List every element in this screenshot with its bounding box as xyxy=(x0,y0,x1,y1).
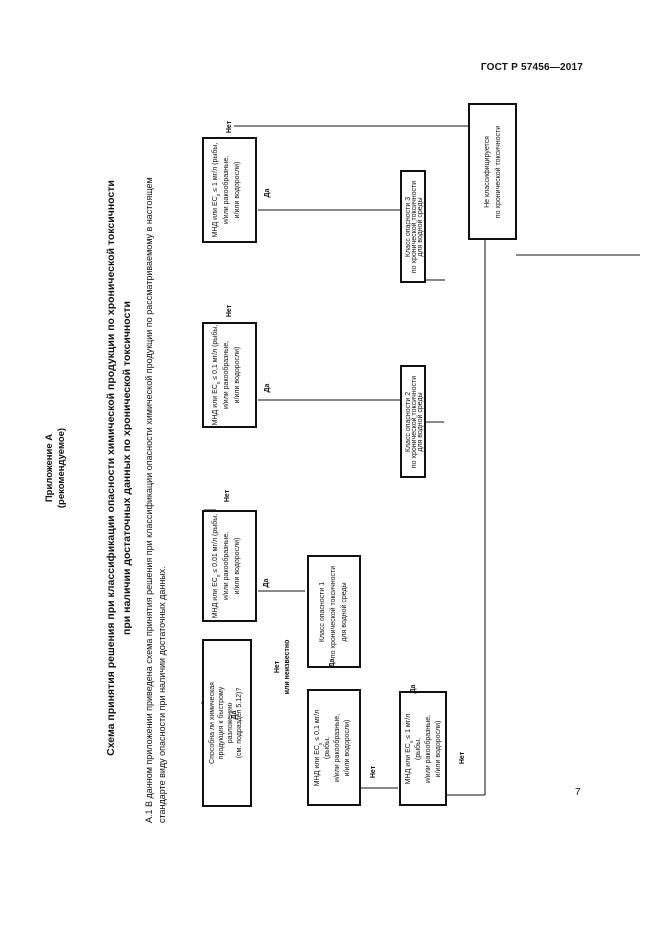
svg-text:Класс опасности 1: Класс опасности 1 xyxy=(319,582,326,642)
svg-text:продукция к быстрому: продукция к быстрому xyxy=(217,686,225,759)
question-box-b2: МНД или ECx ≤ 1 мг/л (рыбы, и/или ракооб… xyxy=(399,691,447,806)
svg-text:для водной среды: для водной среды xyxy=(416,197,424,256)
svg-text:и/или ракообразные,: и/или ракообразные, xyxy=(424,715,432,783)
page-number: 7 xyxy=(575,787,581,798)
question-box-a1: МНД или ECx ≤ 0,01 мг/л (рыбы, и/или рак… xyxy=(202,510,257,622)
svg-text:и/или водоросли): и/или водоросли) xyxy=(234,162,241,219)
svg-text:по хронической токсичности: по хронической токсичности xyxy=(494,126,502,218)
label-yes-b2: Да xyxy=(410,684,417,693)
svg-text:МНД или ECx ≤ 0,01 мг/л (рыбы,: МНД или ECx ≤ 0,01 мг/л (рыбы, xyxy=(211,514,222,619)
note-line1: А.1 В данном приложении приведена схема … xyxy=(144,177,154,823)
svg-text:по хронической токсичности: по хронической токсичности xyxy=(410,376,418,468)
svg-text:(рыбы,: (рыбы, xyxy=(414,738,422,760)
svg-text:для водной среды: для водной среды xyxy=(340,582,348,641)
label-no-a1: Нет xyxy=(224,489,231,502)
svg-text:(рыбы,: (рыбы, xyxy=(323,737,331,759)
class-2-box: Класс опасности 2 по хронической токсичн… xyxy=(400,365,426,478)
svg-text:для водной среды: для водной среды xyxy=(416,392,424,451)
appendix-heading-line1: Схема принятия решения при классификации… xyxy=(105,180,117,756)
label-no-a3: Нет xyxy=(226,120,233,133)
question-box-a3: МНД или ECx ≤ 1 мг/л (рыбы, и/или ракооб… xyxy=(202,137,257,243)
class-1-box: Класс опасности 1 по хронической токсичн… xyxy=(307,555,361,668)
svg-text:(см. подраздел 5.12)?: (см. подраздел 5.12)? xyxy=(236,688,243,759)
svg-text:и/или водоросли): и/или водоросли) xyxy=(344,720,351,777)
label-yes-a3: Да xyxy=(264,188,271,197)
question-box-b1: МНД или ECx ≤ 0,1 мг/л (рыбы, и/или рако… xyxy=(307,689,361,806)
appendix-status: (рекомендуемое) xyxy=(56,428,67,508)
appendix-heading-line2: при наличии достаточных данных по хронич… xyxy=(121,301,133,635)
svg-text:Не классифицируется: Не классифицируется xyxy=(484,136,491,208)
svg-text:Класс опасности 2: Класс опасности 2 xyxy=(405,392,412,452)
standard-code: ГОСТ Р 57456—2017 xyxy=(480,62,583,73)
svg-text:по хронической токсичности: по хронической токсичности xyxy=(410,181,418,273)
svg-text:по хронической токсичности: по хронической токсичности xyxy=(329,566,337,658)
svg-text:и/или ракообразные,: и/или ракообразные, xyxy=(333,714,341,782)
label-no-or-unknown-line2: или неизвестно xyxy=(284,640,291,695)
label-yes-b1: Да xyxy=(329,658,336,667)
svg-text:МНД или ECx ≤ 1 мг/л: МНД или ECx ≤ 1 мг/л xyxy=(405,714,415,785)
svg-text:Способна ли химическая: Способна ли химическая xyxy=(208,682,216,764)
appendix-title: Приложение А xyxy=(44,434,55,502)
start-box: Способна ли химическая продукция к быстр… xyxy=(202,639,252,807)
svg-text:и/или ракообразные,: и/или ракообразные, xyxy=(222,156,230,224)
svg-text:и/или ракообразные,: и/или ракообразные, xyxy=(222,341,230,409)
label-yes-a2: Да xyxy=(264,383,271,392)
svg-text:разложению: разложению xyxy=(227,703,234,743)
label-no-b2: Нет xyxy=(459,751,466,764)
svg-text:и/или водоросли): и/или водоросли) xyxy=(435,721,442,778)
svg-text:и/или водоросли): и/или водоросли) xyxy=(234,538,241,595)
not-classified-box: Не классифицируется по хронической токси… xyxy=(468,103,517,240)
svg-text:и/или водоросли): и/или водоросли) xyxy=(234,347,241,404)
svg-text:МНД или ECx ≤ 0,1 мг/л: МНД или ECx ≤ 0,1 мг/л xyxy=(314,710,324,786)
svg-text:МНД или ECx ≤ 0,1 мг/л (рыбы,: МНД или ECx ≤ 0,1 мг/л (рыбы, xyxy=(211,325,222,426)
label-yes-start: Да xyxy=(231,710,238,719)
label-yes-a1: Да xyxy=(263,578,270,587)
label-no-b1: Нет xyxy=(370,765,377,778)
svg-text:Класс опасности 3: Класс опасности 3 xyxy=(405,197,412,257)
note-line2: стандарте виду опасности при наличии дос… xyxy=(157,566,167,823)
svg-text:МНД или ECx ≤ 1 мг/л (рыбы,: МНД или ECx ≤ 1 мг/л (рыбы, xyxy=(211,143,222,238)
svg-text:и/или ракообразные,: и/или ракообразные, xyxy=(222,532,230,600)
label-no-a2: Нет xyxy=(226,304,233,317)
label-no-or-unknown-line1: Нет xyxy=(274,660,281,673)
class-3-box: Класс опасности 3 по хронической токсичн… xyxy=(400,170,426,283)
question-box-a2: МНД или ECx ≤ 0,1 мг/л (рыбы, и/или рако… xyxy=(202,322,257,428)
